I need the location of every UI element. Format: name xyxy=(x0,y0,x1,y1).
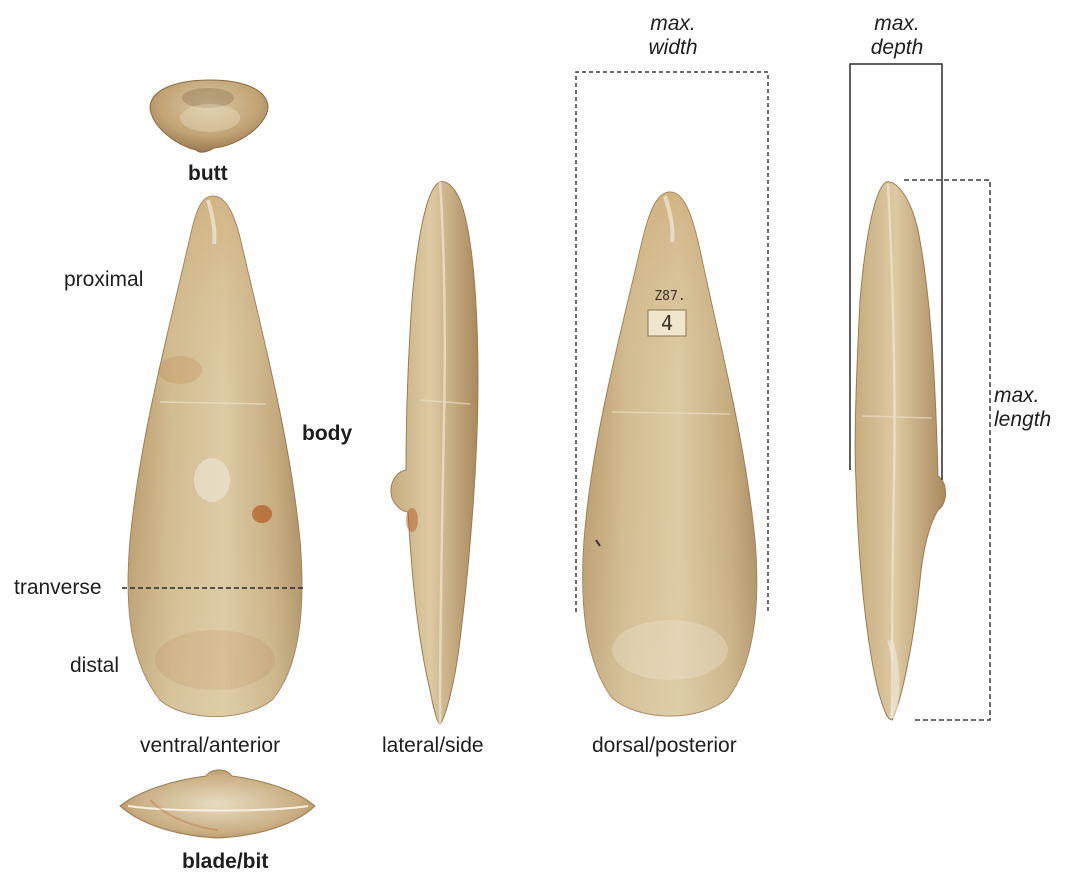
label-dorsal-posterior: dorsal/posterior xyxy=(592,734,737,758)
label-proximal: proximal xyxy=(64,268,143,292)
label-max-width-line2: width xyxy=(628,36,718,60)
ventral-view xyxy=(128,196,302,717)
label-max-length-line1: max. xyxy=(994,384,1064,408)
butt-view xyxy=(150,80,268,152)
specimen-catalog-number: Z87. xyxy=(654,289,685,304)
lateral-view xyxy=(391,182,478,724)
label-max-depth-line2: depth xyxy=(852,36,942,60)
label-max-width-line1: max. xyxy=(628,12,718,36)
label-blade-bit: blade/bit xyxy=(182,850,268,874)
label-max-length: max. length xyxy=(994,384,1064,432)
label-max-depth: max. depth xyxy=(852,12,942,60)
blade-view xyxy=(120,770,315,838)
specimen-tag-number: 4 xyxy=(661,311,673,335)
label-max-length-line2: length xyxy=(994,408,1064,432)
label-transverse: tranverse xyxy=(14,576,102,600)
label-ventral-anterior: ventral/anterior xyxy=(140,734,280,758)
dorsal-view: 4 Z87. xyxy=(583,192,757,716)
lateral-view-right xyxy=(855,182,945,720)
label-body: body xyxy=(302,422,352,446)
label-lateral-side: lateral/side xyxy=(382,734,484,758)
label-butt: butt xyxy=(188,162,228,186)
label-max-width: max. width xyxy=(628,12,718,60)
label-max-depth-line1: max. xyxy=(852,12,942,36)
label-distal: distal xyxy=(70,654,119,678)
